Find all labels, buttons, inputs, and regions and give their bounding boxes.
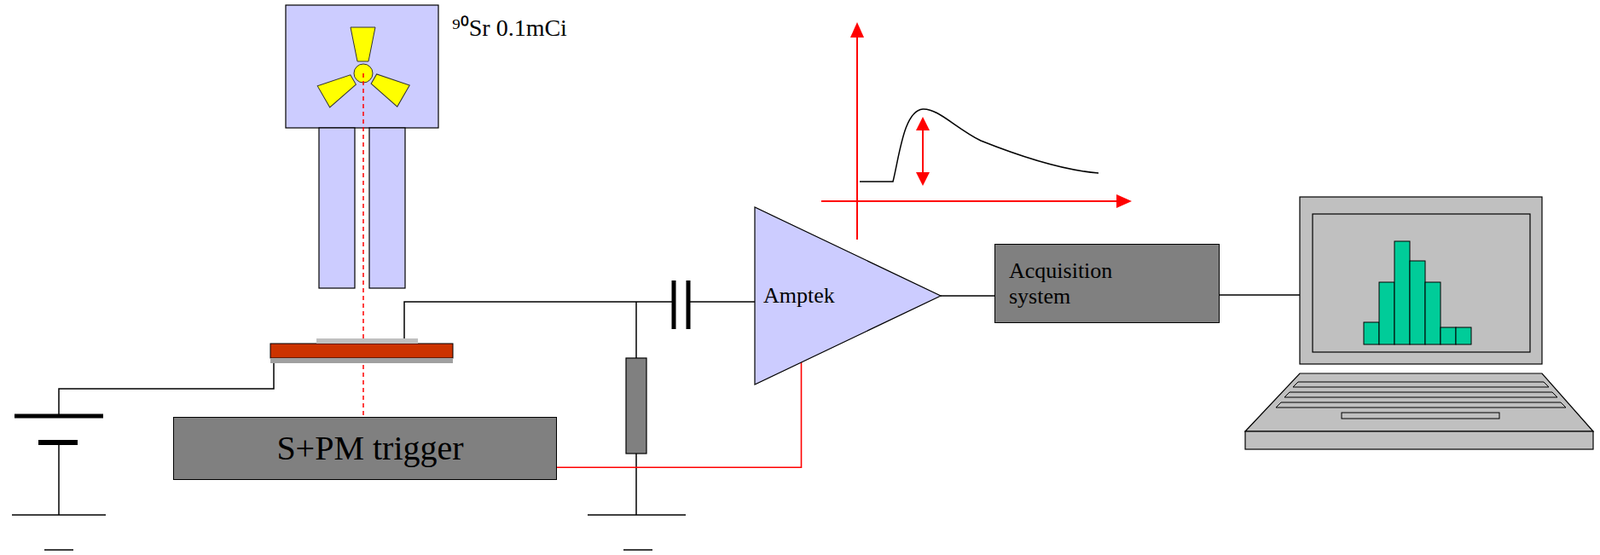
pulse-curve (859, 109, 1099, 182)
histogram-bar (1409, 260, 1426, 345)
plot-axis (856, 35, 858, 240)
radiation-blade (317, 69, 360, 108)
detector-electrode (316, 338, 418, 344)
ground-wire (57, 442, 60, 516)
collimator-leg (318, 127, 355, 289)
capacitor-plate (672, 280, 677, 330)
collimator-leg (369, 127, 406, 289)
detector-backplane (270, 358, 453, 364)
histogram-bar (1425, 282, 1441, 345)
radiation-blade (367, 68, 410, 107)
ground-symbol (623, 549, 653, 551)
laptop-base (1245, 431, 1594, 450)
histogram-bar (1455, 327, 1472, 345)
histogram-bar (1379, 282, 1395, 345)
node-text: Acquisition system (1008, 258, 1146, 310)
amplitude-arrowhead (915, 116, 930, 131)
signal-connector (940, 295, 995, 297)
key-row (1284, 392, 1558, 398)
amplifier-symbol (754, 207, 941, 385)
amplitude-arrowhead (915, 172, 930, 186)
ground-symbol (11, 514, 106, 516)
laptop-screen (1299, 197, 1543, 365)
key-row (1292, 382, 1549, 388)
resistor-symbol (626, 358, 647, 454)
amplitude-arrow (921, 127, 924, 175)
histogram (1363, 241, 1472, 345)
laptop-display (1312, 214, 1531, 353)
signal-wire (688, 301, 756, 303)
battery-plate (38, 440, 78, 446)
axis-arrowhead (1116, 194, 1132, 209)
touchpad (1341, 412, 1500, 419)
laptop-keyboard (1245, 373, 1594, 432)
resistor-wire (635, 301, 638, 359)
plot-axis (821, 200, 1118, 203)
data-wire (1219, 294, 1300, 296)
key-row (1275, 402, 1566, 408)
source-housing (285, 5, 439, 128)
acquisition-box: Acquisition system (994, 243, 1220, 324)
trigger-box: S+PM trigger (173, 417, 557, 481)
detector (270, 343, 453, 359)
ground-symbol (587, 514, 686, 516)
source-label: ⁹⁰Sr 0.1mCi (452, 10, 568, 43)
ground-symbol (44, 549, 74, 551)
node-text: Amptek (763, 283, 835, 309)
axis-arrowhead (850, 22, 864, 38)
capacitor-plate (686, 280, 691, 330)
beam-line (362, 73, 365, 424)
histogram-bar (1440, 327, 1456, 345)
radiation-symbol (317, 27, 410, 108)
node-text: S+PM trigger (276, 428, 464, 469)
signal-wire (404, 301, 673, 339)
battery-plate (14, 414, 104, 419)
amplifier-triangle: Amptek (754, 207, 941, 385)
histogram-bar (1394, 241, 1410, 345)
radiation-blade (350, 27, 376, 62)
histogram-bar (1363, 322, 1380, 345)
ground-wire (635, 453, 638, 516)
bias-wire (58, 363, 274, 417)
